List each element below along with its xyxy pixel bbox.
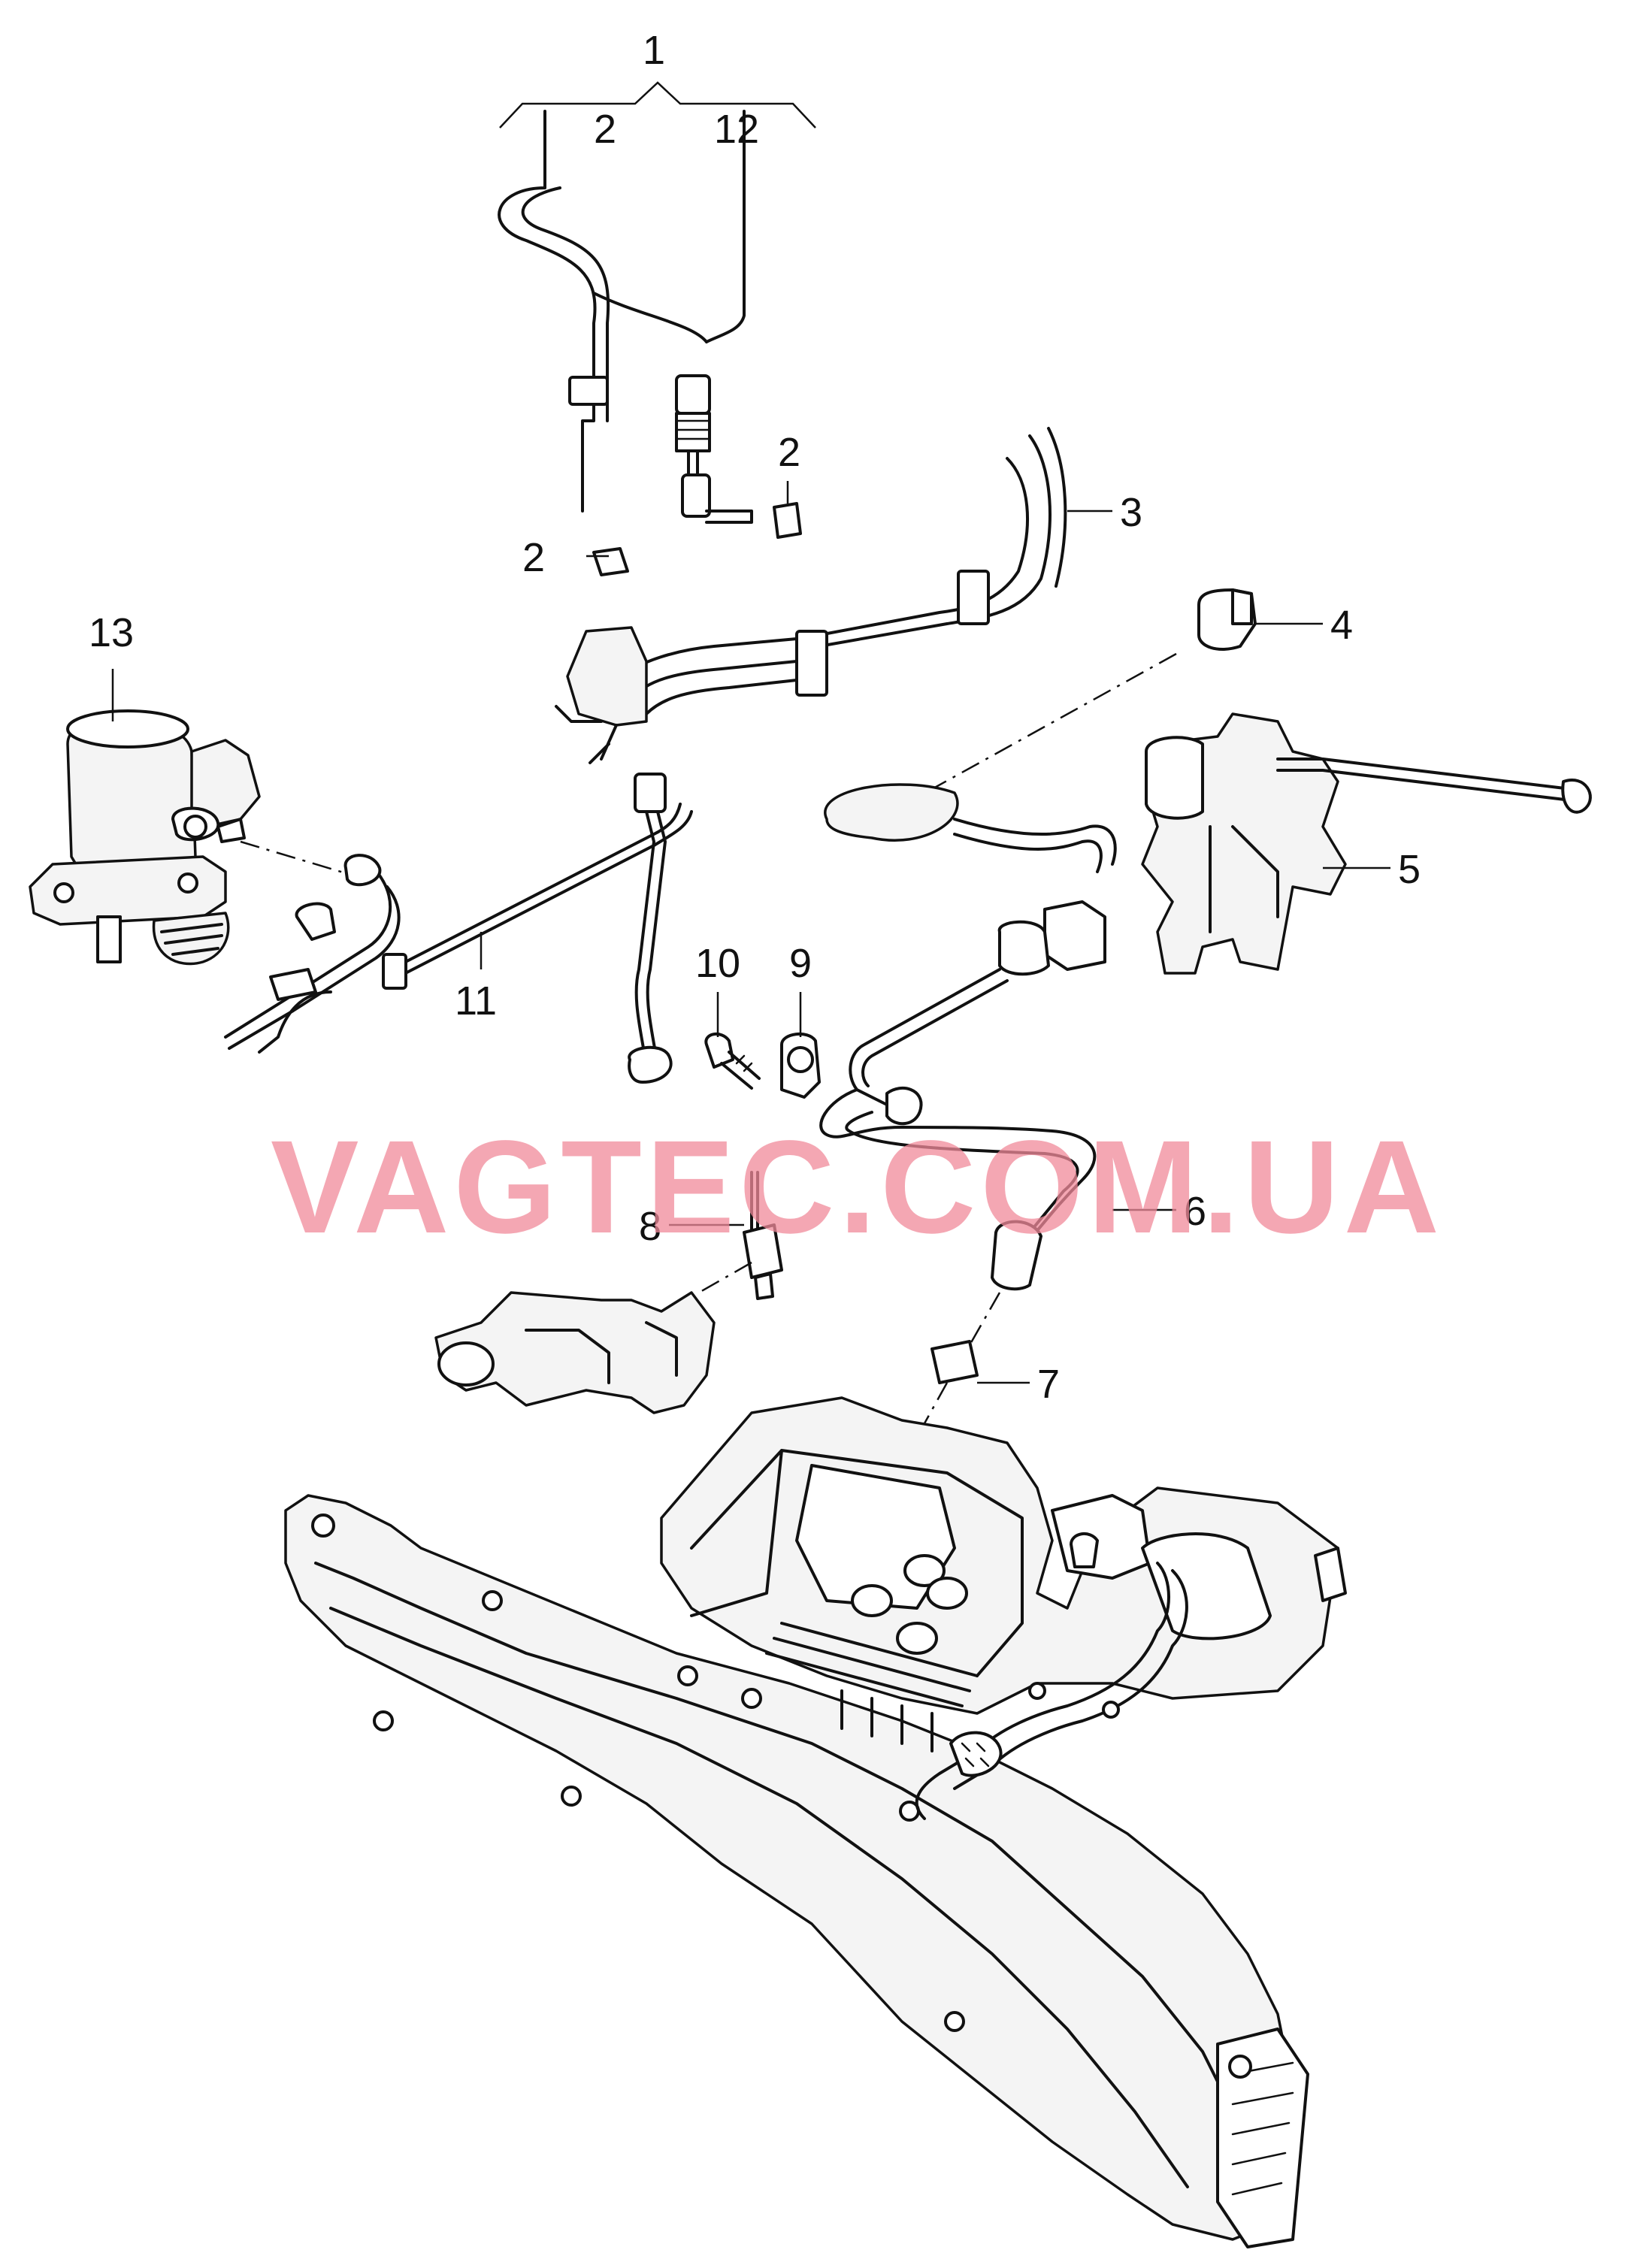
leader-lines xyxy=(111,158,1390,1384)
clip-9 xyxy=(780,1032,821,1099)
bracket-5 xyxy=(1141,712,1592,975)
callout-9: 9 xyxy=(789,941,812,986)
callout-6: 6 xyxy=(1184,1189,1206,1234)
bolt-10 xyxy=(704,1033,761,1090)
callout-labels: 1 2 12 2 3 2 4 13 5 10 9 11 8 6 7 xyxy=(89,28,1421,1407)
pump-13 xyxy=(29,709,261,966)
grommet-7 xyxy=(908,1292,1001,1451)
callout-3: 3 xyxy=(1120,490,1142,535)
hose-6 xyxy=(819,652,1177,1291)
callout-2-left: 2 xyxy=(522,535,545,580)
hose-bundle-3 xyxy=(555,427,1067,764)
callout-13: 13 xyxy=(89,610,134,655)
clip-2-right xyxy=(705,502,802,539)
callout-11: 11 xyxy=(455,978,497,1024)
hose-assembly-upper xyxy=(498,110,746,518)
callout-7: 7 xyxy=(1037,1362,1060,1407)
group-bracket-1 xyxy=(499,81,816,129)
watermark-text: VAGTEC.COM.UA xyxy=(271,1114,1444,1261)
callout-4: 4 xyxy=(1330,603,1353,648)
intake-manifold xyxy=(284,1396,1347,2248)
coolant-flange xyxy=(434,1261,752,1414)
clip-8 xyxy=(743,1171,783,1300)
callout-8: 8 xyxy=(639,1204,661,1249)
callout-2-top: 2 xyxy=(594,107,616,152)
callout-10: 10 xyxy=(695,941,740,986)
callout-12: 12 xyxy=(714,107,759,152)
callout-2-right: 2 xyxy=(778,430,800,475)
fuel-line-11 xyxy=(224,773,693,1084)
cap-4 xyxy=(1197,588,1257,651)
clip-2-left xyxy=(592,547,629,576)
callout-1: 1 xyxy=(643,28,665,73)
callout-5: 5 xyxy=(1398,847,1421,892)
